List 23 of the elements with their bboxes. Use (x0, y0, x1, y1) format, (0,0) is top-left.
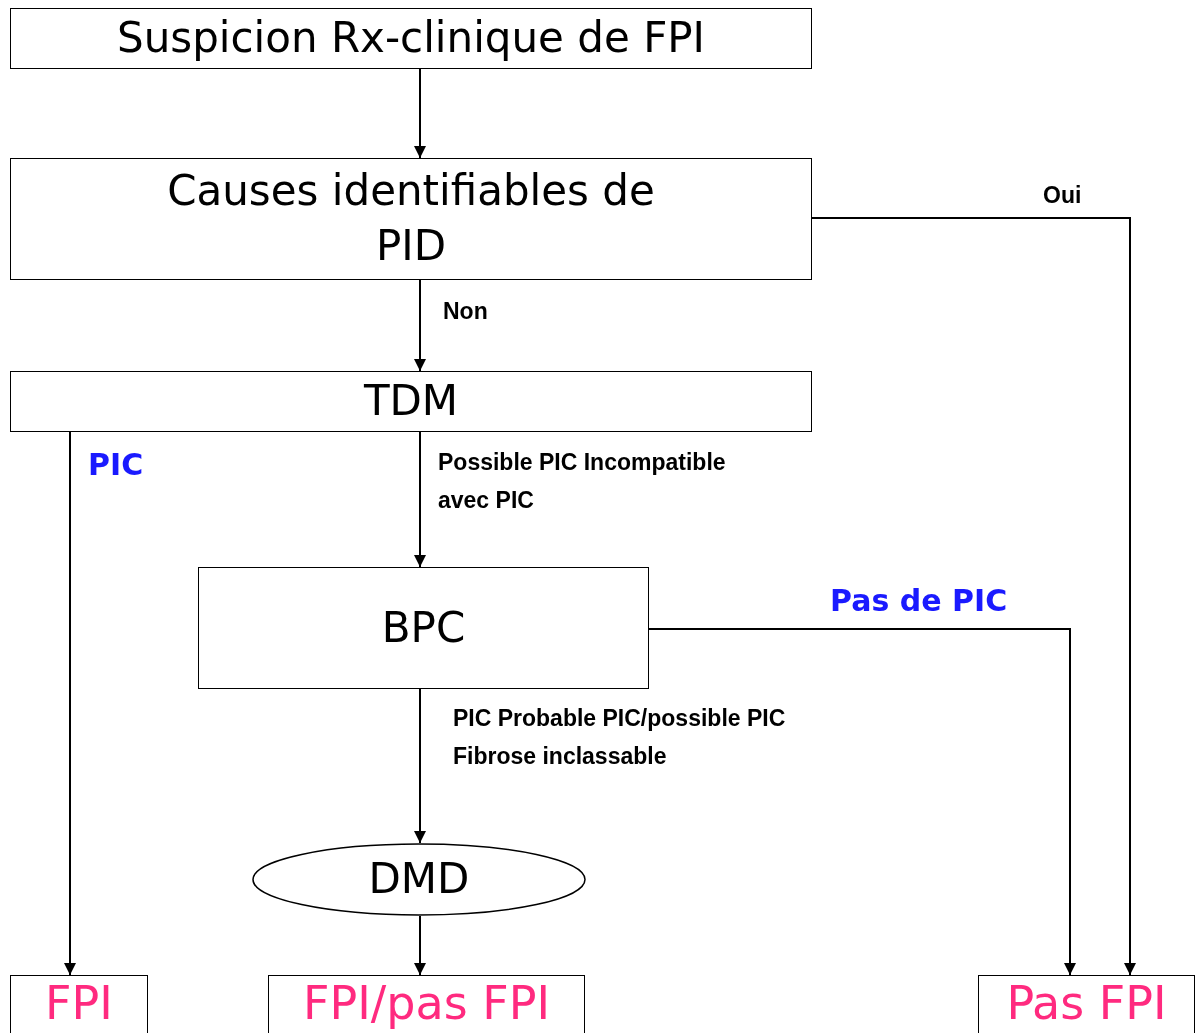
node-text: BPC (381, 601, 466, 654)
process-box (10, 158, 812, 280)
arrow (414, 688, 426, 844)
process-box (198, 567, 649, 689)
arrow (648, 628, 1076, 976)
process-box (10, 371, 812, 432)
process-box (978, 975, 1195, 1033)
arrow (414, 279, 426, 372)
process-box (10, 975, 148, 1033)
node-text: Pas FPI (1006, 975, 1167, 1033)
arrow (414, 915, 426, 976)
arrow (414, 68, 426, 159)
arrow (811, 217, 1136, 976)
node-text: Causes identifiables de PID (166, 165, 656, 272)
process-box (268, 975, 585, 1033)
process-box (10, 8, 812, 69)
node-text: Suspicion Rx-clinique de FPI (117, 12, 705, 65)
node-text: FPI/pas FPI (303, 975, 550, 1033)
node-text: FPI (45, 975, 113, 1033)
node-text: DMD (368, 853, 470, 906)
arrow (64, 431, 76, 976)
arrow (414, 431, 426, 568)
node-text: TDM (363, 375, 459, 428)
